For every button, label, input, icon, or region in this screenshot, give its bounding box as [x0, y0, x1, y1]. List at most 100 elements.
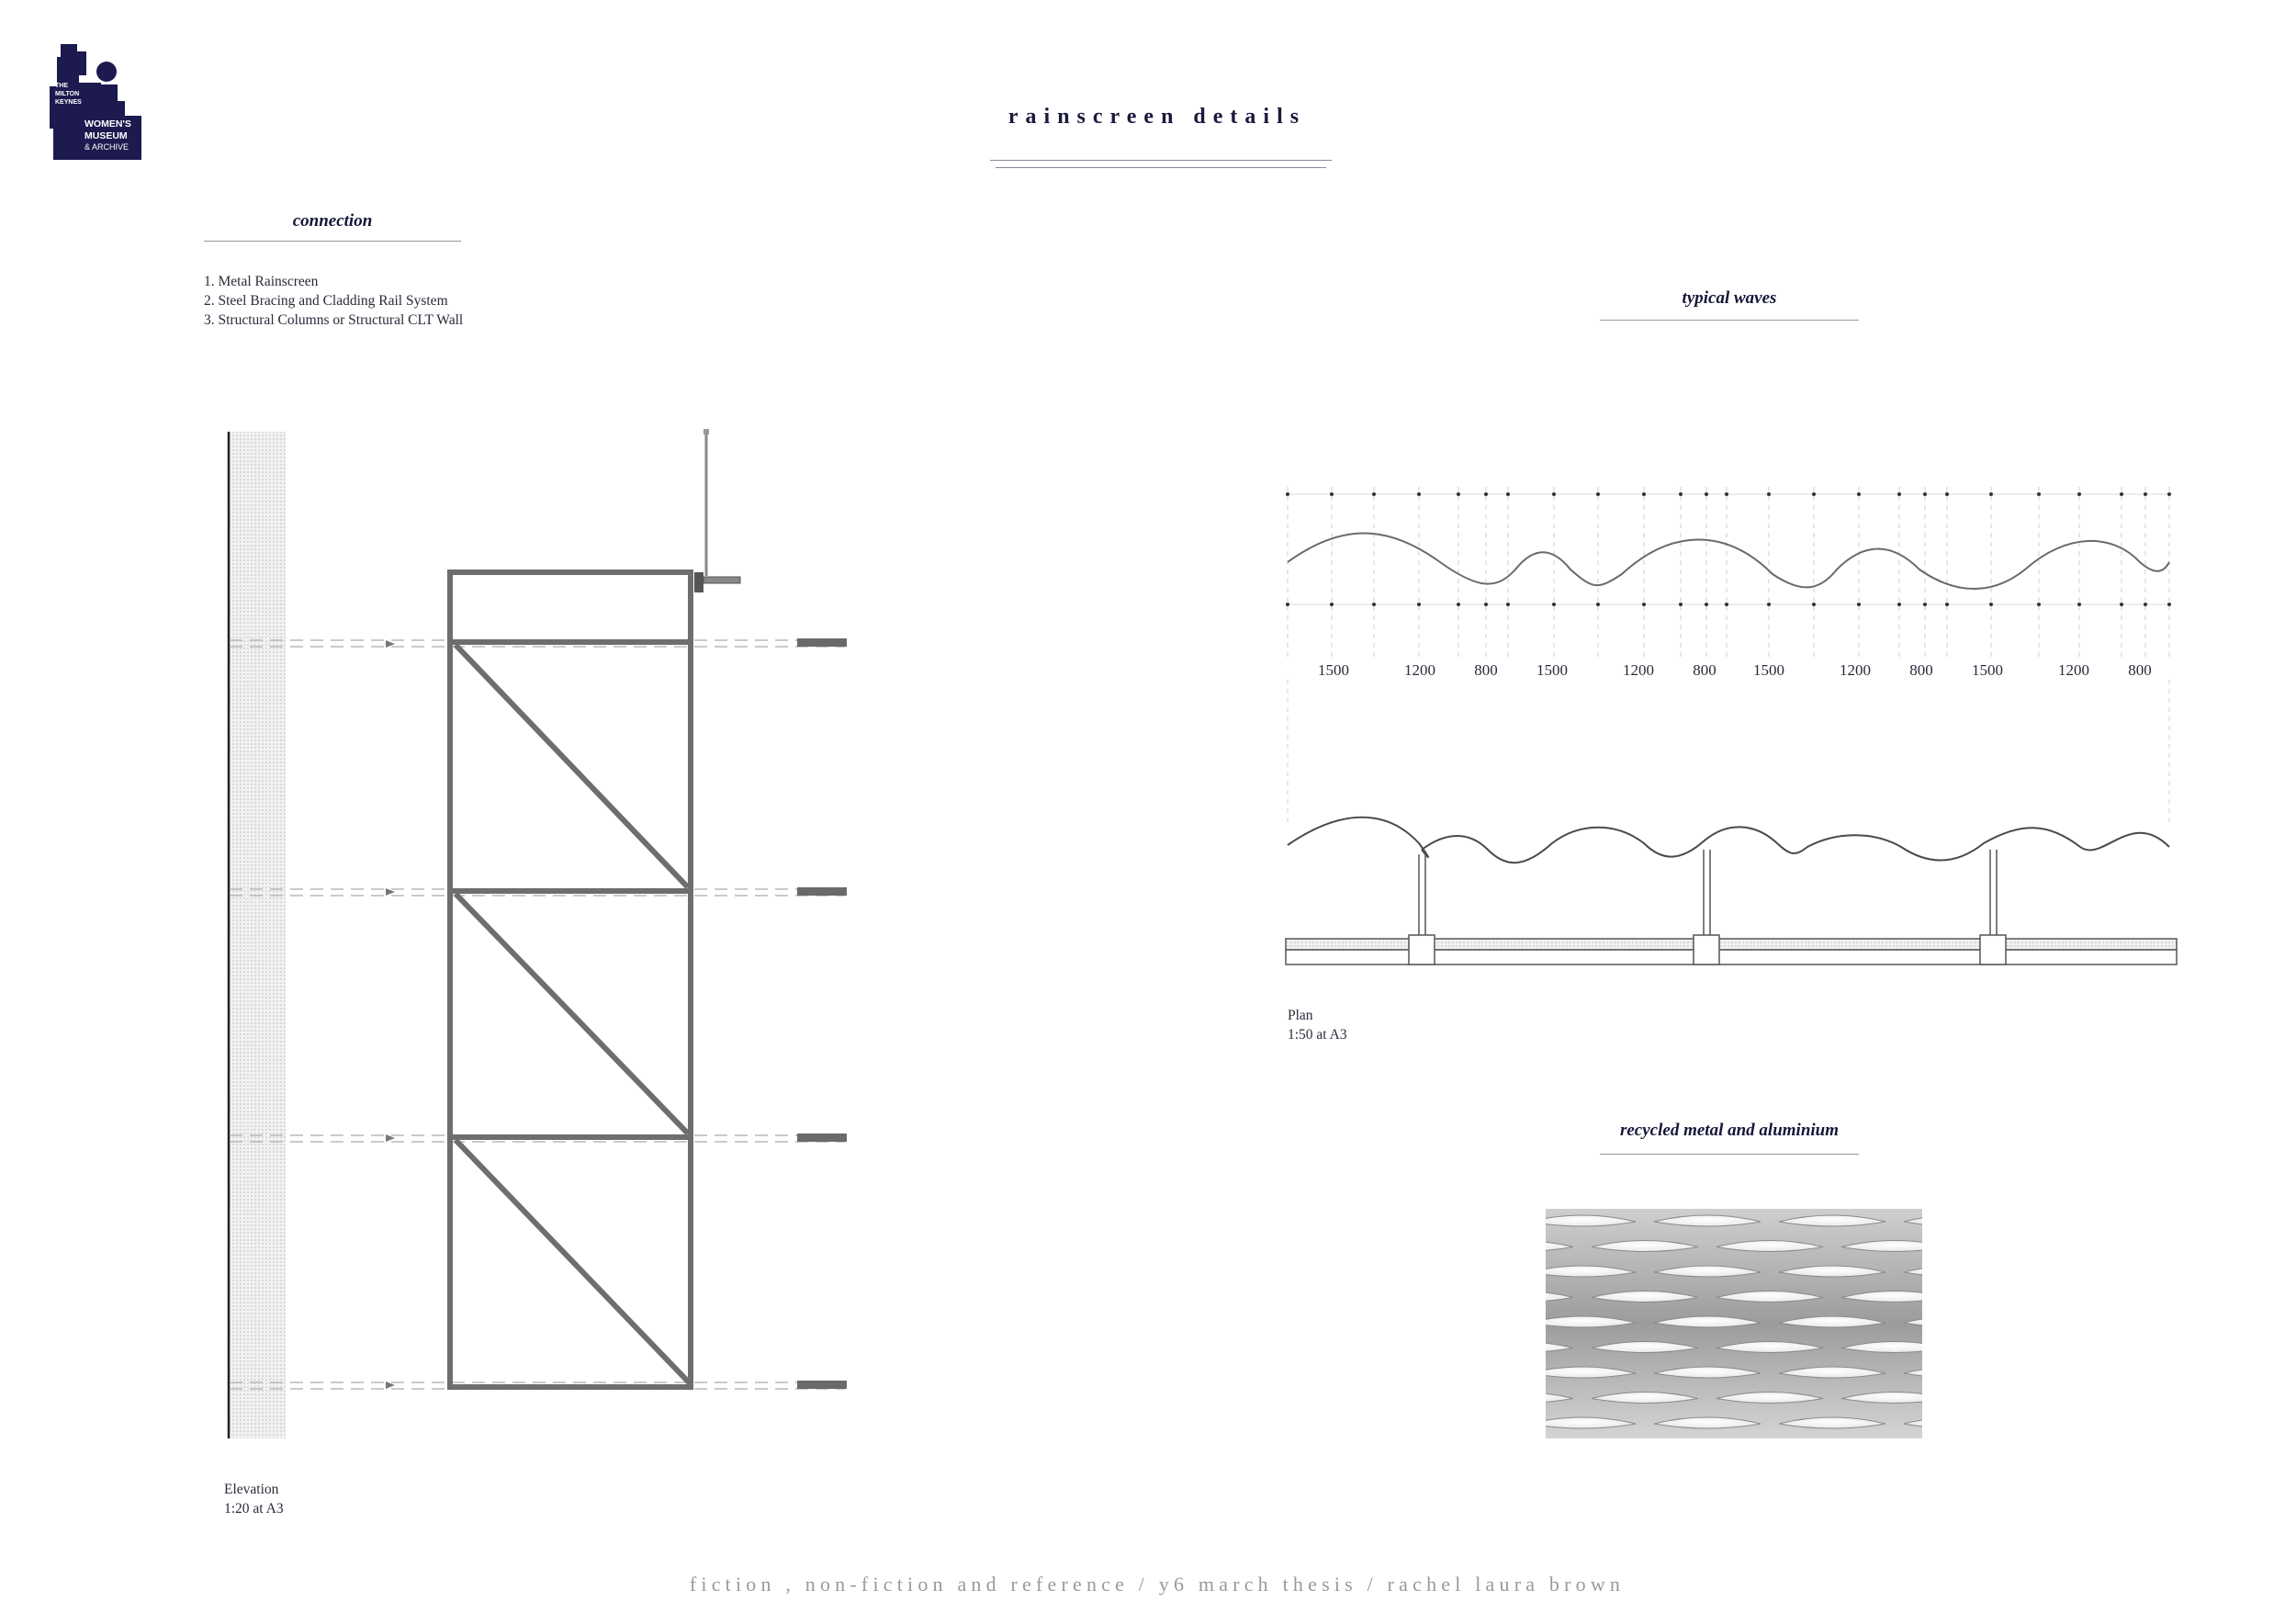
- mesh-opening: [1546, 1416, 1637, 1429]
- grid-dot: [1596, 603, 1600, 606]
- plan-projection-lines: [1287, 680, 2170, 827]
- grid-dot: [1642, 492, 1646, 496]
- grid-dot: [2037, 603, 2041, 606]
- connection-legend: 1. Metal Rainscreen 2. Steel Bracing and…: [204, 272, 463, 330]
- mesh-opening: [1778, 1366, 1886, 1379]
- expanded-metal-mesh-image: [1546, 1209, 1922, 1438]
- grid-dot: [1372, 492, 1376, 496]
- dimension-label: 1200: [1623, 661, 1654, 679]
- logo-line-2: MILTON: [55, 91, 80, 97]
- grid-dot: [1725, 603, 1728, 606]
- top-bracket: [694, 572, 703, 592]
- grid-dot: [1552, 492, 1556, 496]
- mesh-opening: [1591, 1341, 1699, 1353]
- grid-dot: [1857, 492, 1861, 496]
- dimension-label: 1200: [1840, 661, 1871, 679]
- grid-dot: [1330, 492, 1334, 496]
- grid-dot: [1725, 492, 1728, 496]
- grid-dot: [1679, 492, 1683, 496]
- grid-dot: [1945, 603, 1949, 606]
- connection-heading-line: [204, 241, 461, 242]
- dimension-label: 800: [1693, 661, 1716, 679]
- wave-grid-dots: [1286, 492, 2171, 606]
- typical-waves-heading-line: [1600, 320, 1859, 321]
- material-heading-line: [1600, 1154, 1859, 1155]
- grid-dot: [1506, 492, 1510, 496]
- elevation-caption-title: Elevation: [224, 1482, 279, 1497]
- mesh-opening: [1546, 1214, 1637, 1227]
- grid-dot: [1372, 603, 1376, 606]
- legend-item-3: 3. Structural Columns or Structural CLT …: [204, 312, 464, 328]
- mesh-opening: [1903, 1217, 1922, 1225]
- grid-dot: [1417, 492, 1421, 496]
- mesh-opening: [1653, 1214, 1761, 1227]
- grid-dot: [2077, 603, 2081, 606]
- grid-dot: [1457, 492, 1460, 496]
- grid-dot: [1945, 492, 1949, 496]
- plan-support-posts: [1418, 850, 1998, 939]
- grid-dot: [2037, 492, 2041, 496]
- mesh-opening: [1903, 1318, 1922, 1326]
- grid-dot: [2144, 603, 2147, 606]
- mesh-opening: [1778, 1416, 1886, 1429]
- mesh-opening: [1778, 1265, 1886, 1278]
- mesh-opening: [1778, 1315, 1886, 1328]
- mesh-opening: [1840, 1240, 1922, 1252]
- grid-dot: [1857, 603, 1861, 606]
- legend-item-2: 2. Steel Bracing and Cladding Rail Syste…: [204, 293, 448, 309]
- grid-dot: [1506, 603, 1510, 606]
- plan-wall-base: [1285, 949, 2178, 965]
- grid-dot: [2077, 492, 2081, 496]
- dimension-label: 1500: [1753, 661, 1784, 679]
- grid-dot: [1457, 603, 1460, 606]
- mesh-opening: [1591, 1240, 1699, 1252]
- wave-profile-elevation: [1287, 532, 2170, 590]
- mesh-opening: [1716, 1341, 1824, 1353]
- mesh-opening: [1840, 1392, 1922, 1404]
- cladding-rail-ends: [797, 638, 847, 1389]
- plan-caption-scale: 1:50 at A3: [1288, 1027, 1347, 1043]
- grid-dot: [2167, 492, 2171, 496]
- logo-line-4: WOMEN'S: [84, 118, 131, 130]
- plan-caption: Plan 1:50 at A3: [1288, 1006, 1347, 1044]
- wave-grid-lines: [1287, 487, 2170, 661]
- dimension-label: 800: [1909, 661, 1933, 679]
- grid-dot: [1812, 603, 1816, 606]
- grid-dot: [2120, 603, 2123, 606]
- mesh-opening: [1716, 1291, 1824, 1303]
- elevation-caption: Elevation 1:20 at A3: [224, 1480, 284, 1518]
- mesh-opening: [1653, 1315, 1761, 1328]
- grid-dot: [1417, 603, 1421, 606]
- plan-caption-title: Plan: [1288, 1008, 1313, 1023]
- grid-dot: [2167, 603, 2171, 606]
- grid-dot: [1642, 603, 1646, 606]
- title-underline-2: [996, 167, 1326, 168]
- grid-dot: [1286, 603, 1289, 606]
- plan-post-feet: [1408, 934, 2007, 965]
- grid-dot: [1679, 603, 1683, 606]
- dimension-label: 1500: [1536, 661, 1568, 679]
- grid-dot: [2120, 492, 2123, 496]
- logo-line-6: & ARCHIVE: [84, 142, 129, 152]
- mesh-opening: [1591, 1291, 1699, 1303]
- bolt-marks: [386, 640, 395, 1389]
- logo-line-1: THE: [55, 83, 68, 89]
- mesh-opening: [1716, 1392, 1824, 1404]
- dimension-label: 1200: [2058, 661, 2089, 679]
- grid-dot: [1923, 603, 1927, 606]
- grid-dot: [1484, 603, 1488, 606]
- grid-dot: [1989, 492, 1993, 496]
- grid-dot: [1705, 492, 1708, 496]
- grid-dot: [1923, 492, 1927, 496]
- logo-line-5: MUSEUM: [84, 130, 128, 141]
- grid-dot: [2144, 492, 2147, 496]
- mesh-opening: [1546, 1265, 1637, 1278]
- dimension-label: 800: [1474, 661, 1498, 679]
- mesh-opening: [1546, 1291, 1574, 1302]
- grid-dot: [1812, 492, 1816, 496]
- mesh-opening: [1653, 1366, 1761, 1379]
- typical-waves-heading: typical waves: [1682, 288, 1777, 308]
